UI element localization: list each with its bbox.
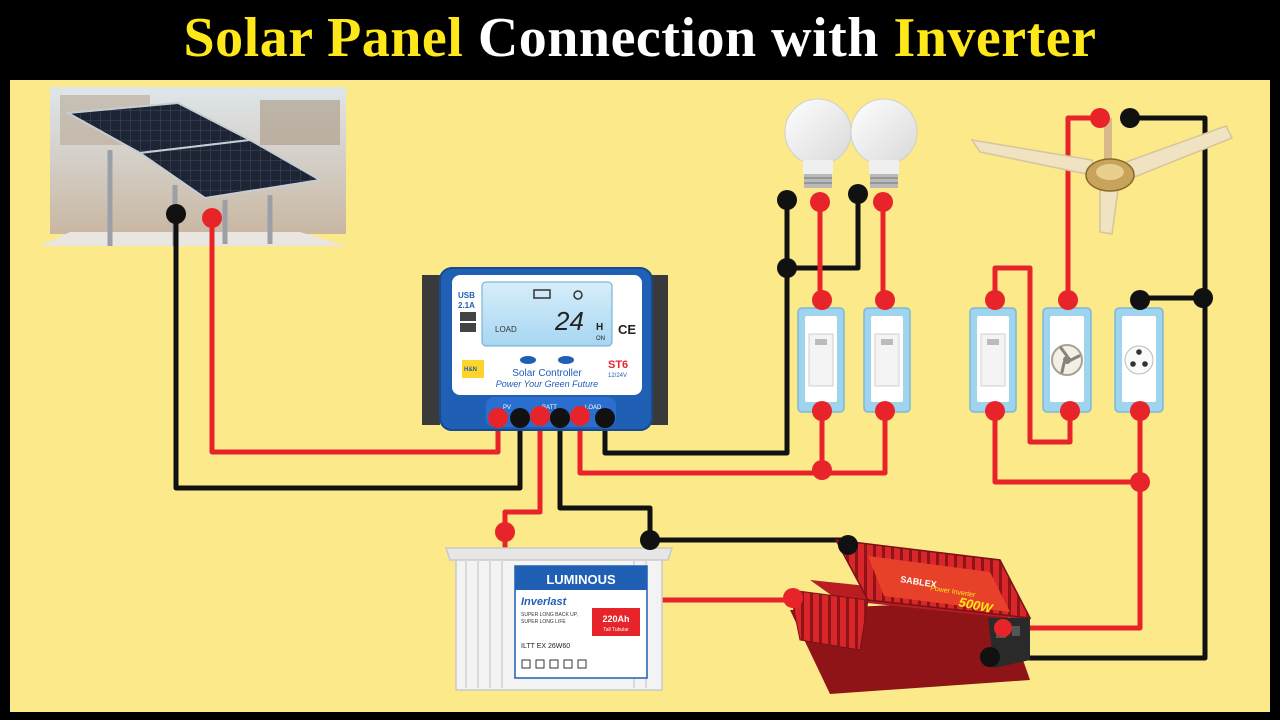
controller-product-name: Solar Controller: [512, 368, 582, 379]
title-bar: Solar Panel Connection with Inverter: [0, 0, 1280, 76]
solar-panel: [40, 87, 346, 246]
switch3-bottom-terminal: [985, 401, 1005, 421]
wire-switch-to-regulator: [992, 265, 1073, 445]
wire-live-bus: [992, 410, 1143, 485]
lcd-reading: 24: [554, 306, 584, 336]
solar-positive-terminal: [202, 208, 222, 228]
switch3-top-terminal: [985, 290, 1005, 310]
wire-load-negative: [602, 197, 790, 456]
regulator-top-terminal: [1058, 290, 1078, 310]
controller-voltage: 12/24V: [608, 373, 627, 379]
battery-model: ILTT EX 26W60: [521, 643, 570, 650]
fan-regulator[interactable]: [1042, 307, 1092, 413]
title-part-solar-panel: Solar Panel: [183, 7, 464, 69]
fan-neutral-terminal: [1120, 108, 1140, 128]
inverter-negative-terminal: [838, 535, 858, 555]
wire-fan-neutral: [1127, 115, 1208, 301]
wire-bulb-neutral-bridge: [784, 189, 861, 271]
title-part-connection-with: Connection with: [477, 7, 879, 69]
live-bus-junction: [1130, 472, 1150, 492]
bulb-2: [850, 98, 918, 188]
load-live-junction: [812, 460, 832, 480]
wire-inverter-neutral: [987, 295, 1208, 661]
battery-negative-terminal: [640, 530, 660, 550]
usb-label: USB: [458, 291, 475, 300]
ce-mark: CE: [618, 322, 636, 337]
switch-2[interactable]: [863, 307, 911, 413]
solar-module-right: [137, 138, 323, 200]
terminal-load-label: LOAD: [585, 405, 602, 411]
ceiling-fan: [970, 118, 1234, 235]
controller-pv-positive-terminal: [488, 408, 508, 428]
bulb2-live-terminal: [873, 192, 893, 212]
inverter-live-output: [994, 619, 1012, 637]
solar-negative-terminal: [166, 204, 186, 224]
controller-button-mode[interactable]: [558, 356, 574, 364]
page-title: Solar Panel Connection with Inverter: [184, 6, 1097, 70]
battery-capacity: 220Ah: [602, 614, 629, 624]
charge-controller: USB 2.1A LOAD 24 H ON CE H&N Solar Contr…: [422, 267, 668, 431]
battery-tagline-2: SUPER LONG LIFE: [521, 619, 566, 625]
inverter: SABLEX Power Inverter 500W: [789, 539, 1032, 694]
terminal-pv-label: PV: [503, 405, 511, 411]
controller-load-positive-terminal: [570, 406, 590, 426]
lcd-unit: H: [596, 322, 603, 333]
controller-load-negative-terminal: [595, 408, 615, 428]
controller-pv-negative-terminal: [510, 408, 530, 428]
regulator-bottom-terminal: [1060, 401, 1080, 421]
wire-battery-negative: [557, 417, 653, 543]
fan-live-terminal: [1090, 108, 1110, 128]
socket-live-terminal: [1130, 401, 1150, 421]
controller-batt-positive-terminal: [530, 406, 550, 426]
inverter-neutral-output: [980, 647, 1000, 667]
switch-3[interactable]: [969, 307, 1017, 413]
battery-tagline-1: SUPER LONG BACK UP,: [521, 612, 578, 618]
wire-load-positive: [577, 410, 888, 476]
usb-rating: 2.1A: [458, 301, 475, 310]
socket-neutral-terminal: [1130, 290, 1150, 310]
bulb-1: [784, 98, 852, 188]
terminal-dots: [166, 108, 1213, 667]
switch1-bottom-terminal: [812, 401, 832, 421]
title-part-inverter: Inverter: [893, 7, 1097, 69]
inverter-rating: 500W: [957, 594, 995, 616]
switch-1[interactable]: [797, 307, 845, 413]
wire-regulator-to-fan: [1065, 115, 1103, 303]
battery-positive-terminal: [495, 522, 515, 542]
battery-series: Inverlast: [521, 596, 568, 608]
socket[interactable]: [1114, 307, 1164, 413]
controller-model: ST6: [608, 359, 628, 371]
inverter-positive-terminal: [783, 588, 803, 608]
lcd-load-label: LOAD: [495, 325, 517, 334]
controller-badge: H&N: [464, 367, 477, 373]
bulb1-live-terminal: [810, 192, 830, 212]
wire-solar-negative: [173, 211, 523, 491]
battery: LUMINOUS Inverlast SUPER LONG BACK UP, S…: [444, 547, 674, 691]
switch1-top-terminal: [812, 290, 832, 310]
wire-solar-positive: [209, 215, 501, 455]
controller-button-set[interactable]: [520, 356, 536, 364]
switch2-bottom-terminal: [875, 401, 895, 421]
wires: [173, 115, 1208, 661]
switch2-top-terminal: [875, 290, 895, 310]
wire-battery-positive: [502, 417, 543, 533]
bulb1-neutral-terminal: [777, 190, 797, 210]
battery-brand: LUMINOUS: [546, 572, 616, 587]
battery-type: Tall Tubular: [603, 627, 629, 633]
controller-tagline: Power Your Green Future: [496, 379, 598, 389]
lcd-display: [481, 281, 613, 347]
bulb2-neutral-terminal: [848, 184, 868, 204]
terminal-batt-label: BATT: [542, 405, 557, 411]
bulb-neutral-junction: [777, 258, 797, 278]
wire-inverter-live: [1000, 410, 1143, 631]
neutral-junction: [1193, 288, 1213, 308]
controller-batt-negative-terminal: [550, 408, 570, 428]
lcd-on-label: ON: [596, 336, 605, 342]
